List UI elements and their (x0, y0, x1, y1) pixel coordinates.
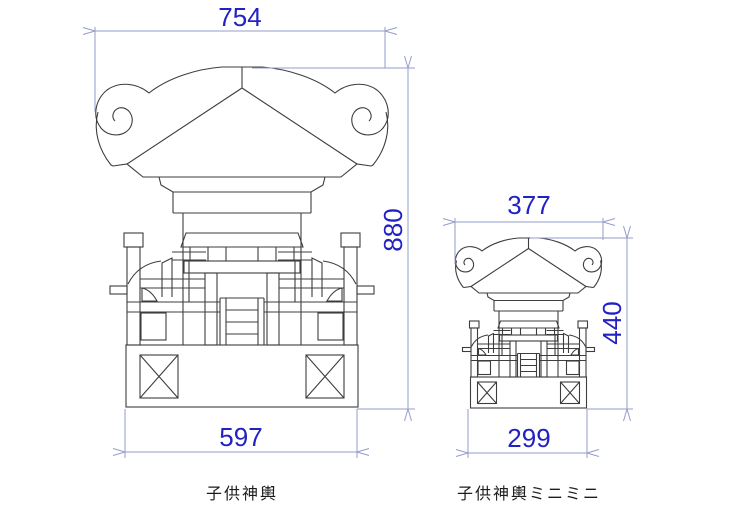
dim-value-mini-height: 440 (597, 301, 627, 344)
dim-mini-height (530, 238, 633, 409)
large-mikoshi-drawing (96, 67, 388, 407)
caption-mini-mikoshi: 子供神輿ミニミニ (457, 485, 601, 503)
caption-large-mikoshi: 子供神輿 (206, 485, 278, 503)
dim-large-height (252, 68, 415, 409)
dim-value-large-base-width: 597 (219, 422, 262, 452)
dim-value-mini-top-width: 377 (507, 190, 550, 220)
mini-mikoshi-drawing (455, 238, 601, 408)
dim-large-top-width (95, 27, 385, 112)
dim-value-large-height: 880 (378, 208, 408, 251)
dim-value-large-top-width: 754 (218, 2, 261, 32)
dim-mini-base-width (468, 409, 587, 458)
dim-large-base-width (125, 409, 357, 458)
dim-value-mini-base-width: 299 (507, 423, 550, 453)
dim-mini-top-width (455, 218, 603, 264)
